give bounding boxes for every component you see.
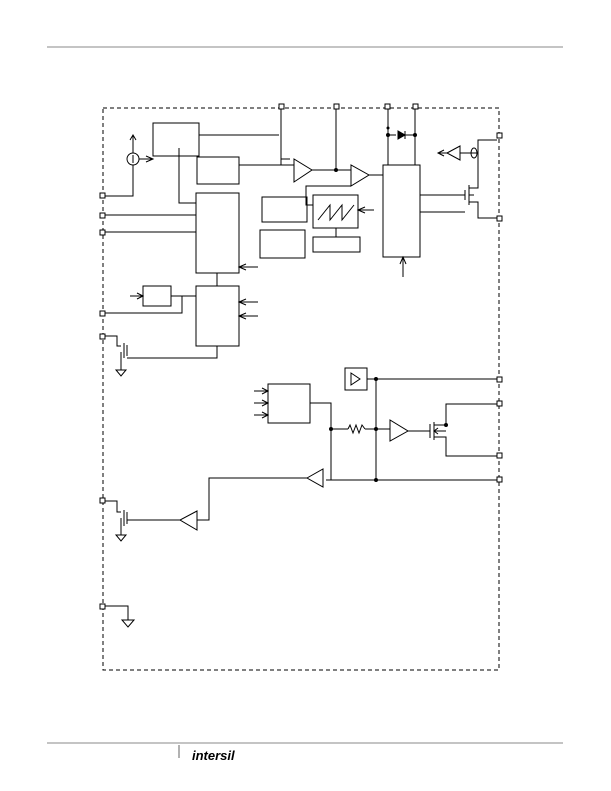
pin-left-7 <box>99 603 106 610</box>
ldo-amplifier <box>389 419 409 442</box>
ground-icon-3 <box>120 619 136 628</box>
ground-icon <box>114 369 128 377</box>
pwm-comparator <box>350 164 370 187</box>
block-protection <box>259 229 306 259</box>
current-sense-buffer <box>445 145 461 161</box>
pin-right-3 <box>496 376 503 383</box>
pin-left-1 <box>99 192 106 199</box>
comparator-lower <box>305 468 324 488</box>
pin-right-4 <box>496 400 503 407</box>
block-top-left <box>152 122 200 157</box>
chip-boundary <box>102 107 500 671</box>
pin-top-3 <box>384 103 391 110</box>
block-softstart <box>261 196 308 223</box>
pin-left-2 <box>99 212 106 219</box>
sawtooth-icon <box>317 203 355 222</box>
ground-icon-2 <box>114 534 128 542</box>
pin-left-3 <box>99 229 106 236</box>
block-ldo-buffer <box>344 367 368 391</box>
pin-right-2 <box>496 215 503 222</box>
block-enable <box>142 285 172 307</box>
block-fault-logic <box>195 285 240 347</box>
block-diagram <box>99 103 503 671</box>
pin-left-5 <box>99 333 106 340</box>
pin-top-1 <box>278 103 285 110</box>
resistor <box>347 423 366 435</box>
block-driver-logic <box>382 164 421 258</box>
pin-right-6 <box>496 476 503 483</box>
block-ldo-control <box>267 383 311 424</box>
pin-left-6 <box>99 497 106 504</box>
error-amplifier <box>293 158 313 183</box>
buffer-lower <box>178 510 198 531</box>
intersil-logo: intersil <box>192 748 235 763</box>
pin-right-5 <box>496 452 503 459</box>
block-control <box>195 192 240 274</box>
block-oscillator <box>312 236 361 253</box>
bootstrap-diode <box>397 130 407 140</box>
pin-top-2 <box>333 103 340 110</box>
block-ramp <box>312 194 359 229</box>
block-reference <box>196 156 240 185</box>
pin-right-1 <box>496 132 503 139</box>
pin-top-4 <box>412 103 419 110</box>
pin-left-4 <box>99 310 106 317</box>
